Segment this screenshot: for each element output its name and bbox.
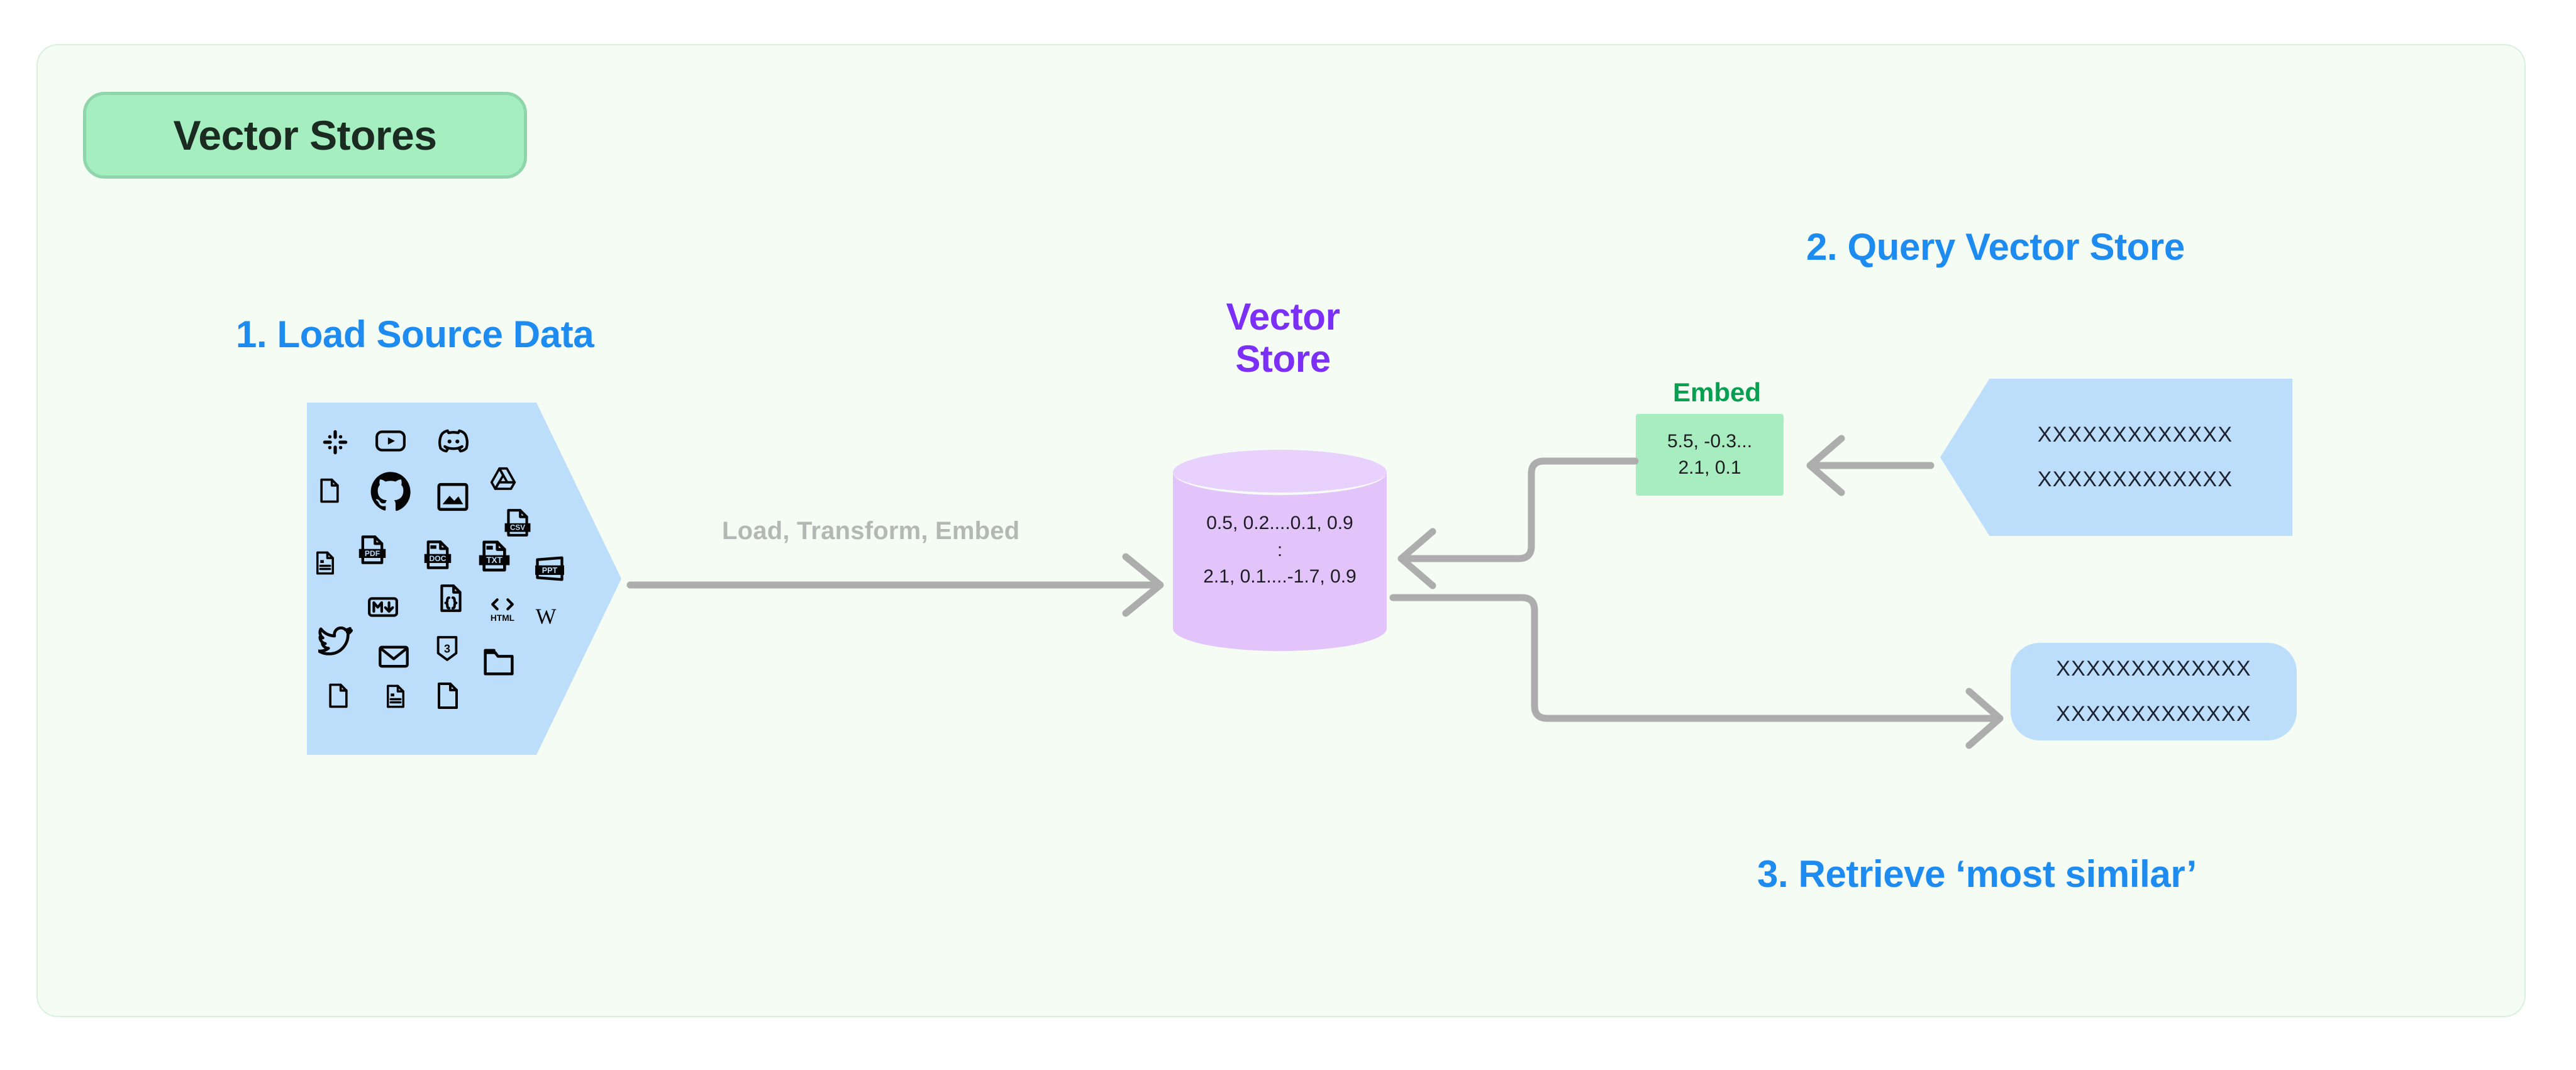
heading-query-vector-store: 2. Query Vector Store [1806, 226, 2185, 268]
document-text-icon [312, 550, 338, 576]
load-transform-embed-label: Load, Transform, Embed [722, 517, 1020, 545]
file-blank-3-icon [433, 681, 463, 711]
google-drive-icon [489, 465, 517, 493]
cylinder-vector-row-1: 0.5, 0.2....0.1, 0.9 [1206, 513, 1353, 533]
ppt-file-icon: PPT [533, 552, 566, 585]
cylinder-top-ellipse [1173, 450, 1387, 495]
svg-text:PDF: PDF [365, 549, 380, 558]
file-blank-2-icon [325, 682, 352, 710]
file-blank-icon [316, 477, 343, 504]
cylinder-vector-values: 0.5, 0.2....0.1, 0.9 : 2.1, 0.1....-1.7,… [1173, 510, 1387, 591]
query-text-row-2: XXXXXXXXXXXXX [2037, 467, 2233, 491]
embed-caption: Embed [1672, 377, 1762, 407]
svg-text:HTML: HTML [491, 613, 514, 623]
svg-text:W: W [536, 605, 557, 629]
vector-stores-badge-label: Vector Stores [173, 112, 437, 159]
css3-icon: 3 [433, 634, 462, 663]
heading-retrieve-most-similar: 3. Retrieve ‘most similar’ [1757, 853, 2197, 895]
markdown-icon [367, 591, 399, 623]
retrieved-text-row-1: XXXXXXXXXXXXX [2056, 657, 2251, 681]
query-input-shape: XXXXXXXXXXXXX XXXXXXXXXXXXX [1940, 379, 2292, 536]
svg-text:DOC: DOC [430, 554, 447, 563]
vector-store-cylinder: 0.5, 0.2....0.1, 0.9 : 2.1, 0.1....-1.7,… [1173, 450, 1387, 651]
image-icon [435, 479, 470, 515]
github-icon [370, 471, 411, 512]
cylinder-vector-row-2: 2.1, 0.1....-1.7, 0.9 [1203, 566, 1357, 588]
vector-stores-badge[interactable]: Vector Stores [83, 92, 527, 179]
youtube-icon [375, 425, 406, 457]
svg-text:PPT: PPT [542, 566, 558, 575]
retrieved-text-row-2: XXXXXXXXXXXXX [2056, 701, 2251, 726]
document-lines-icon [382, 683, 409, 710]
query-text-row-1: XXXXXXXXXXXXX [2037, 422, 2233, 447]
twitter-icon [318, 623, 353, 658]
cylinder-vector-ellipsis: : [1277, 539, 1283, 560]
csv-file-icon: CSV [502, 507, 533, 538]
embed-vector-row-2: 2.1, 0.1 [1678, 457, 1741, 478]
heading-load-source-data: 1. Load Source Data [236, 313, 594, 355]
vector-store-title-line2: Store [1235, 338, 1331, 381]
pdf-file-icon: PDF [356, 533, 389, 566]
embed-vector-box: 5.5, -0.3... 2.1, 0.1 [1636, 414, 1784, 496]
txt-file-icon: TXT [477, 538, 512, 574]
slack-icon [322, 429, 348, 455]
wikipedia-icon: W [532, 603, 560, 630]
embed-vector-row-1: 5.5, -0.3... [1667, 431, 1753, 452]
vector-store-title: Vector Store [1189, 296, 1377, 380]
vector-store-title-line1: Vector [1226, 296, 1340, 338]
json-file-icon [435, 582, 467, 614]
svg-text:CSV: CSV [510, 524, 525, 532]
doc-file-icon: DOC [421, 538, 454, 571]
retrieved-result-box: XXXXXXXXXXXXX XXXXXXXXXXXXX [2011, 643, 2297, 740]
cylinder-body [1173, 472, 1387, 628]
discord-icon [438, 425, 469, 457]
html-icon: HTML [487, 593, 518, 624]
source-icon-grid: CSV PDF DOC TXT PPT HTML [307, 403, 621, 755]
email-icon [377, 640, 410, 673]
folder-icon [482, 644, 516, 678]
svg-text:3: 3 [444, 643, 450, 655]
svg-text:TXT: TXT [486, 555, 502, 565]
